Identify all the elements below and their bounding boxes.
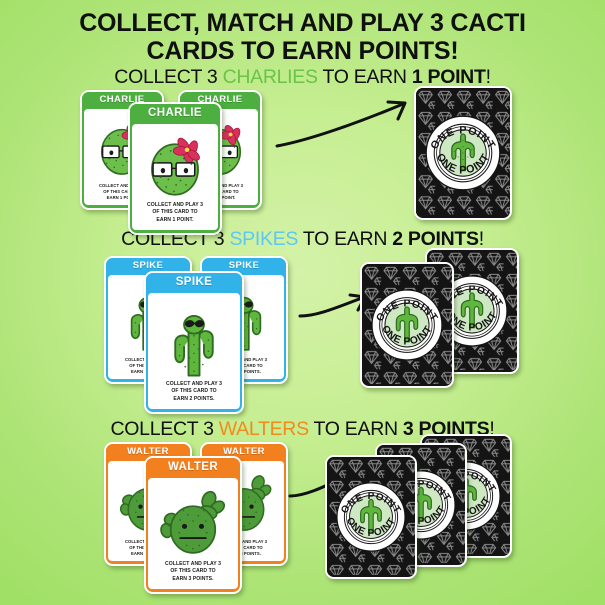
point-card[interactable]: ONE POINT ONE POINT (360, 261, 454, 388)
one-point-seal-icon: ONE POINT ONE POINT (436, 274, 508, 347)
point-card-seal: ONE POINT ONE POINT (362, 264, 452, 386)
page-title: COLLECT, MATCH AND PLAY 3 CACTI CARDS TO… (0, 0, 605, 66)
charlie-cactus-art (132, 124, 217, 202)
spike-cards-zone: SPIKE (0, 228, 605, 418)
charlie-cards-zone: CHARLIE (0, 66, 605, 235)
walter-card-body: COLLECT AND PLAY 3 OF THIS CARD TO EARN … (148, 477, 238, 590)
walter-card-blurb: COLLECT AND PLAY 3 OF THIS CARD TO EARN … (165, 560, 221, 582)
point-card-seal: ONE POINT ONE POINT (416, 88, 510, 218)
walter-cards-zone: WALTER (0, 418, 605, 594)
seal-cactus-icon (451, 132, 475, 171)
heading-keyword-charlies: CHARLIES (222, 65, 318, 88)
spike-card-title: SPIKE (202, 257, 286, 273)
walter-card-title: WALTER (146, 457, 240, 476)
charlie-card-front[interactable]: CHARLIE (128, 101, 222, 235)
page-title-line-1: COLLECT, MATCH AND PLAY 3 CACTI (79, 9, 526, 37)
walter-cactus-icon (160, 491, 226, 555)
charlie-card-title: CHARLIE (130, 103, 220, 122)
point-card-seal: ONE POINT ONE POINT (427, 250, 517, 372)
heading-prefix: COLLECT 3 (114, 65, 223, 88)
arrow-charlie-to-points (275, 100, 407, 147)
heading-middle: TO EARN (317, 65, 412, 88)
spike-card-title: SPIKE (106, 257, 190, 273)
point-card[interactable]: ONE POINT ONE POINT (414, 85, 512, 220)
spike-card-body: COLLECT AND PLAY 3 OF THIS CARD TO EARN … (148, 292, 240, 410)
row-charlie-heading: COLLECT 3 CHARLIES TO EARN 1 POINT! (0, 66, 605, 89)
charlie-cactus-icon (151, 137, 200, 196)
seal-cactus-icon (460, 291, 484, 328)
row-charlie: COLLECT 3 CHARLIES TO EARN 1 POINT! CHAR… (0, 66, 605, 235)
spike-cactus-art (148, 293, 239, 381)
walter-cactus-art (148, 478, 237, 561)
heading-suffix: ! (489, 417, 495, 440)
heading-keyword-walters: WALTERS (218, 417, 309, 440)
spike-cactus-icon (174, 314, 214, 377)
spike-card-front[interactable]: SPIKE (144, 270, 244, 414)
page-title-line-2: CARDS TO EARN POINTS! (146, 37, 459, 66)
charlie-card-blurb: COLLECT AND PLAY 3 OF THIS CARD TO EARN … (147, 201, 203, 223)
point-card[interactable]: ONE POINT ONE POINT (325, 454, 417, 579)
heading-suffix: ! (485, 65, 491, 88)
heading-suffix: ! (478, 227, 484, 250)
one-point-seal-icon: ONE POINT ONE POINT (371, 288, 443, 361)
spike-card-blurb: COLLECT AND PLAY 3 OF THIS CARD TO EARN … (166, 380, 222, 402)
row-spike: COLLECT 3 SPIKES TO EARN 2 POINTS! SPIKE (0, 228, 605, 418)
one-point-seal-icon: ONE POINT ONE POINT (336, 481, 406, 552)
heading-prefix: COLLECT 3 (110, 417, 219, 440)
seal-cactus-icon (395, 305, 419, 342)
point-card-seal: ONE POINT ONE POINT (327, 457, 415, 577)
heading-points: 1 POINT (411, 65, 486, 88)
heading-middle: TO EARN (298, 227, 393, 250)
charlie-card-body: COLLECT AND PLAY 3 OF THIS CARD TO EARN … (132, 123, 218, 231)
heading-middle: TO EARN (308, 417, 403, 440)
row-walter: COLLECT 3 WALTERS TO EARN 3 POINTS! WALT… (0, 417, 605, 594)
heading-points: 2 POINTS (392, 227, 479, 250)
spike-card-title: SPIKE (146, 272, 242, 291)
seal-cactus-icon (360, 498, 382, 534)
walter-card-title: WALTER (202, 443, 286, 459)
heading-keyword-spikes: SPIKES (229, 227, 299, 250)
one-point-seal-icon: ONE POINT ONE POINT (425, 115, 501, 190)
walter-card-title: WALTER (106, 443, 190, 459)
walter-card-front[interactable]: WALTER (144, 455, 242, 594)
